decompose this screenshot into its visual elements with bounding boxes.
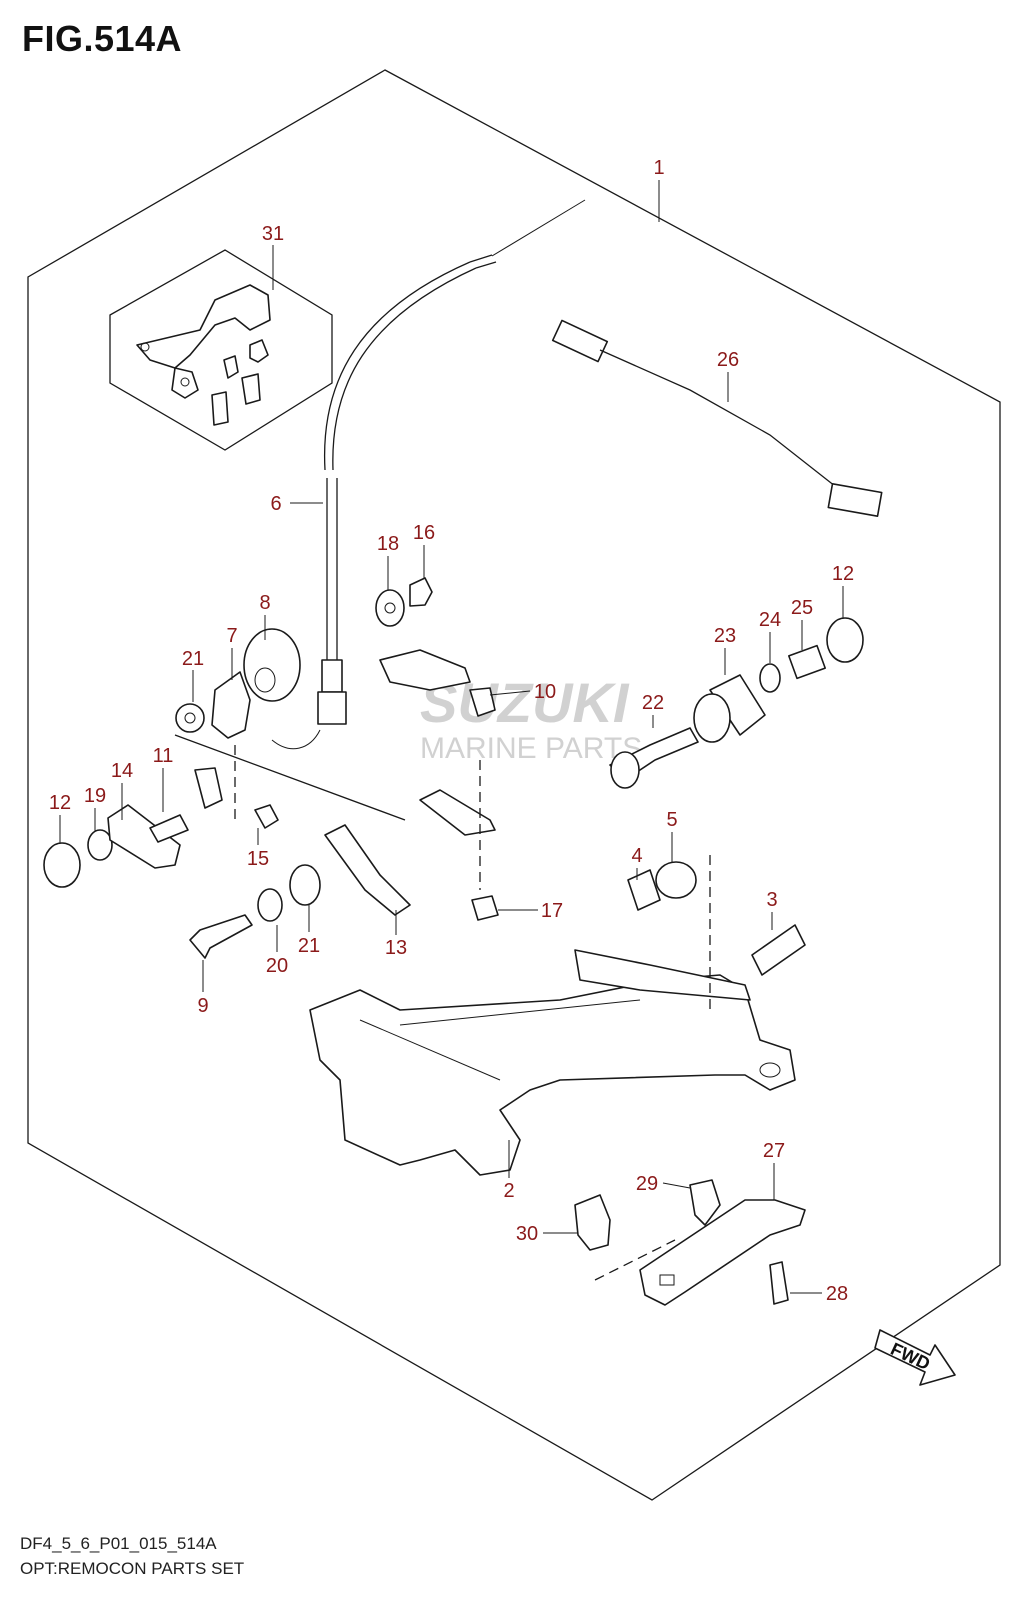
callout-30: 30: [516, 1223, 538, 1245]
fwd-arrow: FWD: [874, 1329, 956, 1386]
harness-26: [551, 319, 883, 517]
callout-31: 31: [262, 223, 284, 245]
callout-19: 19: [84, 785, 106, 807]
callout-25: 25: [791, 597, 813, 619]
callout-15: 15: [247, 848, 269, 870]
footer-name: OPT:REMOCON PARTS SET: [20, 1559, 245, 1578]
callout-4: 4: [631, 845, 642, 867]
callout-2: 2: [503, 1180, 514, 1202]
callout-5: 5: [666, 809, 677, 831]
callout-14: 14: [111, 760, 133, 782]
callout-21-upper: 21: [182, 648, 204, 670]
callout-29: 29: [636, 1173, 658, 1195]
callout-3: 3: [766, 889, 777, 911]
callout-6: 6: [270, 493, 281, 515]
footer-code: DF4_5_6_P01_015_514A: [20, 1534, 217, 1553]
callout-11: 11: [153, 745, 174, 767]
callout-22: 22: [642, 692, 664, 714]
callout-8: 8: [259, 592, 270, 614]
figure-title: FIG.514A: [22, 18, 183, 59]
callout-9: 9: [197, 995, 208, 1017]
small-parts: [43, 577, 499, 959]
callout-20: 20: [266, 955, 288, 977]
bracket-2: [309, 855, 796, 1176]
plate-27: [574, 1179, 806, 1306]
leader-lines: [59, 180, 844, 1294]
callout-24: 24: [759, 609, 781, 631]
callout-28: 28: [826, 1283, 848, 1305]
callout-27: 27: [763, 1140, 785, 1162]
callout-21-lower: 21: [298, 935, 320, 957]
bushing-parts: [609, 617, 864, 976]
callout-16: 16: [413, 522, 435, 544]
watermark-subtitle: MARINE PARTS: [420, 732, 642, 765]
callout-12-right: 12: [832, 563, 854, 585]
callout-10: 10: [534, 681, 556, 703]
callout-1: 1: [653, 157, 664, 179]
fwd-label: FWD: [888, 1339, 934, 1374]
callout-23: 23: [714, 625, 736, 647]
callout-17: 17: [541, 900, 563, 922]
kit-boundary: [27, 69, 1001, 1501]
callout-18: 18: [377, 533, 399, 555]
callout-12-left: 12: [49, 792, 71, 814]
remote-cable: [271, 199, 586, 750]
callout-26: 26: [717, 349, 739, 371]
callouts: 1 2 3 4 5 6 7 8 9 10 11 12 12 13 14 15 1…: [49, 157, 854, 1305]
inset-box-31: [109, 249, 333, 451]
callout-7: 7: [226, 625, 237, 647]
callout-13: 13: [385, 937, 407, 959]
